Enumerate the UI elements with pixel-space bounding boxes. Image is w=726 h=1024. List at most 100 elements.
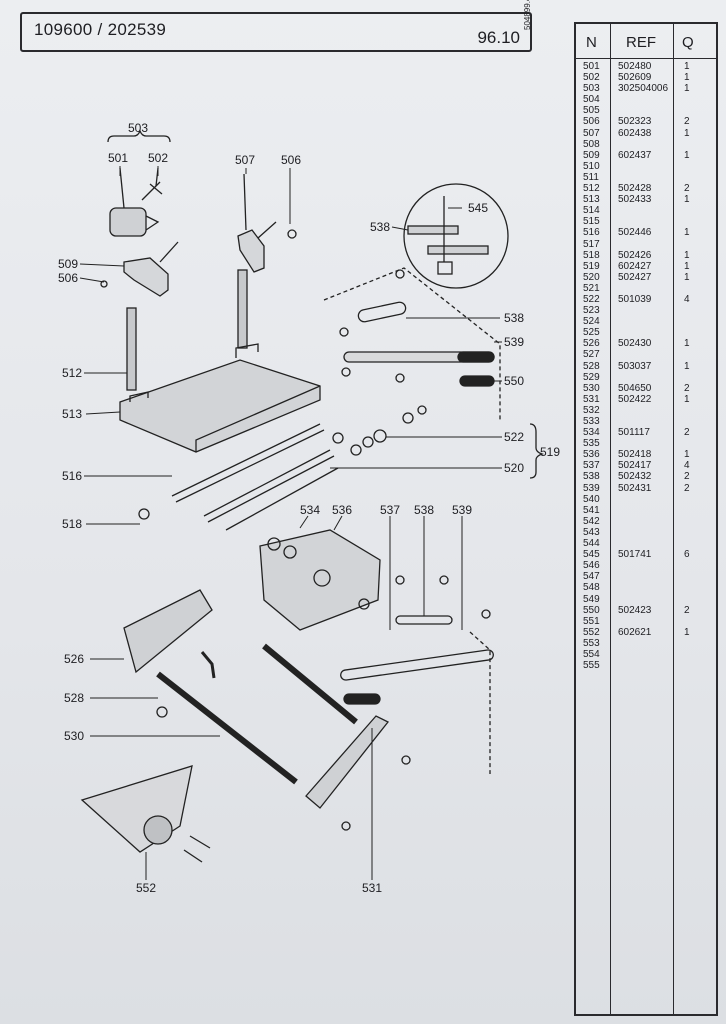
part-number-cell: 502 xyxy=(583,72,600,84)
callout-522: 522 xyxy=(504,430,524,444)
part-number-cell: 551 xyxy=(583,615,600,627)
table-row: 515 xyxy=(576,216,716,227)
table-row: 551 xyxy=(576,616,716,627)
column-507 xyxy=(237,269,248,349)
reference-cell: 302504006 xyxy=(618,83,669,95)
table-row: 547 xyxy=(576,571,716,582)
dashed-guide xyxy=(323,267,501,420)
quantity-cell: 1 xyxy=(684,626,690,638)
reference-cell: 501117 xyxy=(618,427,650,439)
table-row: 511 xyxy=(576,172,716,183)
table-row: 546 xyxy=(576,560,716,571)
callout-534: 534 xyxy=(300,503,320,517)
part-number-cell: 515 xyxy=(583,216,600,228)
revision-date: 96.10 xyxy=(477,28,520,47)
reference-cell: 502480 xyxy=(618,61,652,72)
part-number-cell: 505 xyxy=(583,105,600,117)
callout-503: 503 xyxy=(128,121,148,135)
quantity-cell: 2 xyxy=(684,183,690,195)
model-code: 109600 / 202539 xyxy=(34,20,167,39)
reference-cell: 502428 xyxy=(618,183,652,195)
part-number-cell: 514 xyxy=(583,205,600,217)
table-row: 541 xyxy=(576,505,716,516)
column-header-ref: REF xyxy=(626,34,656,51)
table-row: 543 xyxy=(576,527,716,538)
part-number-cell: 554 xyxy=(583,648,600,660)
callout-538-lower: 538 xyxy=(414,503,434,517)
quantity-cell: 2 xyxy=(684,116,690,128)
chuck-key-part xyxy=(141,167,163,201)
table-row: 525 xyxy=(576,327,716,338)
callout-512: 512 xyxy=(62,366,82,380)
table-row: 553 xyxy=(576,638,716,649)
part-number-cell: 533 xyxy=(583,416,600,427)
quantity-cell: 1 xyxy=(684,83,690,95)
part-number-cell: 516 xyxy=(583,227,600,239)
quantity-cell: 1 xyxy=(684,271,690,283)
reference-cell: 602438 xyxy=(618,127,652,139)
part-number-cell: 517 xyxy=(583,238,600,250)
reference-cell: 502430 xyxy=(618,338,652,350)
table-row: 521 xyxy=(576,283,716,294)
part-number-cell: 527 xyxy=(583,349,600,361)
reference-cell: 502323 xyxy=(618,116,652,128)
part-number-cell: 523 xyxy=(583,305,600,317)
detail-circle-545 xyxy=(403,183,509,289)
callout-516: 516 xyxy=(62,469,82,483)
table-row: 544 xyxy=(576,538,716,549)
part-number-cell: 501 xyxy=(583,61,600,72)
part-number-cell: 545 xyxy=(583,549,600,561)
column-divider xyxy=(673,24,674,1014)
callout-531: 531 xyxy=(362,881,382,895)
callout-519: 519 xyxy=(540,445,560,459)
quantity-cell: 1 xyxy=(684,149,690,161)
part-number-cell: 525 xyxy=(583,327,600,339)
leader-lines xyxy=(79,166,502,880)
quantity-cell: 6 xyxy=(684,549,690,561)
table-row: 523 xyxy=(576,305,716,316)
callout-539-upper: 539 xyxy=(504,335,524,349)
quantity-cell: 2 xyxy=(684,604,690,616)
part-number-cell: 530 xyxy=(583,382,600,394)
table-row: 529 xyxy=(576,372,716,383)
callout-518: 518 xyxy=(62,517,82,531)
part-number-cell: 541 xyxy=(583,504,600,516)
part-number-cell: 531 xyxy=(583,393,600,405)
part-number-cell: 544 xyxy=(583,538,600,550)
callout-539-lower: 539 xyxy=(452,503,472,517)
reference-cell: 502609 xyxy=(618,72,652,84)
reference-cell: 602427 xyxy=(618,260,652,272)
quantity-cell: 1 xyxy=(684,360,690,372)
reference-cell: 502426 xyxy=(618,249,652,261)
part-number-cell: 547 xyxy=(583,571,600,583)
quantity-cell: 1 xyxy=(684,127,690,139)
part-number-cell: 540 xyxy=(583,493,600,505)
part-number-cell: 549 xyxy=(583,593,600,605)
quantity-cell: 1 xyxy=(684,338,690,350)
part-number-cell: 522 xyxy=(583,293,600,305)
part-number-cell: 521 xyxy=(583,282,600,294)
table-row: 505 xyxy=(576,105,716,116)
table-row: 554 xyxy=(576,649,716,660)
header-divider xyxy=(576,58,716,59)
part-number-cell: 504 xyxy=(583,94,600,106)
callout-520: 520 xyxy=(504,461,524,475)
reference-cell: 502427 xyxy=(618,271,652,283)
quantity-cell: 1 xyxy=(684,249,690,261)
